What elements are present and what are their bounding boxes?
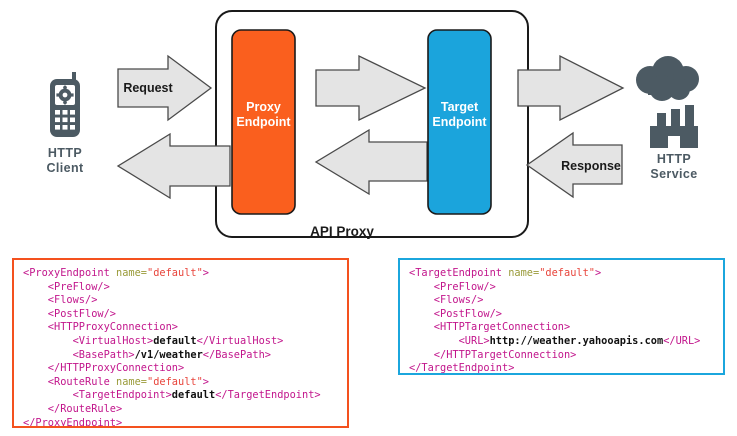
- code-line: </HTTPProxyConnection>: [23, 362, 338, 376]
- code-token-tag: <ProxyEndpoint: [23, 267, 116, 279]
- code-line: <ProxyEndpoint name="default">: [23, 267, 338, 281]
- code-token-tag: <TargetEndpoint>: [23, 389, 172, 402]
- code-token-val: "default": [147, 375, 203, 388]
- code-token-tag: </HTTPProxyConnection>: [23, 362, 185, 375]
- code-token-tag: </TargetEndpoint>: [409, 362, 515, 375]
- code-token-tag: <VirtualHost>: [23, 334, 154, 347]
- code-token-tag: <PreFlow/>: [409, 280, 496, 293]
- code-token-tag: <Flows/>: [23, 294, 98, 307]
- code-line: <BasePath>/v1/weather</BasePath>: [23, 349, 338, 363]
- code-token-tag: <PostFlow/>: [23, 307, 116, 320]
- target-endpoint-box[interactable]: [427, 29, 492, 215]
- code-token-tag: <BasePath>: [23, 348, 135, 361]
- response-arrow-label: Response: [561, 159, 621, 173]
- code-token-tag: <PreFlow/>: [23, 280, 110, 293]
- code-token-tag: >: [202, 375, 209, 388]
- code-token-attr: name=: [508, 267, 540, 279]
- code-token-tag: <TargetEndpoint: [409, 267, 509, 279]
- code-token-val: "default": [539, 267, 595, 279]
- code-token-tag: </HTTPTargetConnection>: [409, 348, 577, 361]
- code-line: <PostFlow/>: [23, 308, 338, 322]
- proxy-to-target-arrow: [315, 54, 427, 122]
- code-token-tag: </VirtualHost>: [196, 334, 284, 347]
- code-token-tag: <HTTPProxyConnection>: [23, 321, 178, 334]
- api-proxy-diagram: Proxy Endpoint Target Endpoint API Proxy…: [46, 10, 699, 239]
- http-service-icon: [636, 56, 699, 148]
- code-line: <TargetEndpoint>default</TargetEndpoint>: [23, 389, 338, 403]
- code-token-tag: <URL>: [409, 334, 490, 347]
- api-proxy-title: API Proxy: [310, 224, 374, 239]
- code-token-text: default: [153, 334, 197, 347]
- proxy-endpoint-code-panel[interactable]: <ProxyEndpoint name="default"> <PreFlow/…: [12, 258, 349, 428]
- code-token-tag: >: [595, 267, 602, 279]
- response-arrow: [525, 131, 623, 199]
- http-service-label-line1: HTTP: [657, 152, 691, 166]
- code-line: <HTTPProxyConnection>: [23, 321, 338, 335]
- code-token-tag: </RouteRule>: [23, 402, 123, 415]
- code-token-text: http://weather.yahooapis.com: [489, 334, 664, 347]
- code-token-tag: </ProxyEndpoint>: [23, 416, 123, 428]
- code-token-tag: </URL>: [663, 334, 701, 347]
- http-client-icon: [50, 72, 80, 137]
- code-line: </ProxyEndpoint>: [23, 416, 338, 428]
- http-service-label-line2: Service: [650, 167, 697, 181]
- target-endpoint-label-line1: Target: [441, 100, 479, 114]
- proxy-endpoint-label-line2: Endpoint: [236, 115, 291, 129]
- code-token-text: default: [171, 389, 216, 402]
- code-line: <Flows/>: [23, 294, 338, 308]
- proxy-endpoint-box[interactable]: [231, 29, 296, 215]
- code-line: <HTTPTargetConnection>: [409, 321, 714, 335]
- proxy-to-client-arrow: [116, 132, 231, 200]
- code-line: <TargetEndpoint name="default">: [409, 267, 714, 281]
- target-to-service-arrow: [517, 54, 625, 122]
- code-token-text: /v1/weather: [134, 348, 203, 361]
- target-endpoint-code-panel[interactable]: <TargetEndpoint name="default"> <PreFlow…: [398, 258, 725, 375]
- code-line: <PreFlow/>: [409, 281, 714, 295]
- proxy-endpoint-label-line1: Proxy: [246, 100, 281, 114]
- target-endpoint-label-line2: Endpoint: [432, 115, 487, 129]
- code-token-tag: >: [202, 267, 209, 279]
- code-line: </TargetEndpoint>: [409, 362, 714, 375]
- code-token-tag: <Flows/>: [409, 294, 484, 307]
- code-line: </RouteRule>: [23, 403, 338, 417]
- code-token-val: "default": [147, 267, 203, 279]
- code-line: <URL>http://weather.yahooapis.com</URL>: [409, 335, 714, 349]
- http-client-label-line1: HTTP: [48, 146, 82, 160]
- code-token-tag: <HTTPTargetConnection>: [409, 321, 571, 334]
- code-token-tag: </TargetEndpoint>: [215, 389, 321, 402]
- code-token-tag: <RouteRule: [23, 375, 116, 388]
- code-token-tag: <PostFlow/>: [409, 307, 502, 320]
- request-arrow: [117, 54, 213, 122]
- code-line: <VirtualHost>default</VirtualHost>: [23, 335, 338, 349]
- code-line: <PostFlow/>: [409, 308, 714, 322]
- code-line: </HTTPTargetConnection>: [409, 349, 714, 363]
- code-line: <PreFlow/>: [23, 281, 338, 295]
- request-arrow-label: Request: [123, 81, 173, 95]
- code-token-attr: name=: [116, 375, 147, 388]
- target-to-proxy-arrow: [314, 128, 428, 196]
- code-line: <Flows/>: [409, 294, 714, 308]
- http-client-label-line2: Client: [46, 161, 84, 175]
- code-token-attr: name=: [116, 267, 147, 279]
- code-token-tag: </BasePath>: [202, 348, 271, 361]
- code-line: <RouteRule name="default">: [23, 376, 338, 390]
